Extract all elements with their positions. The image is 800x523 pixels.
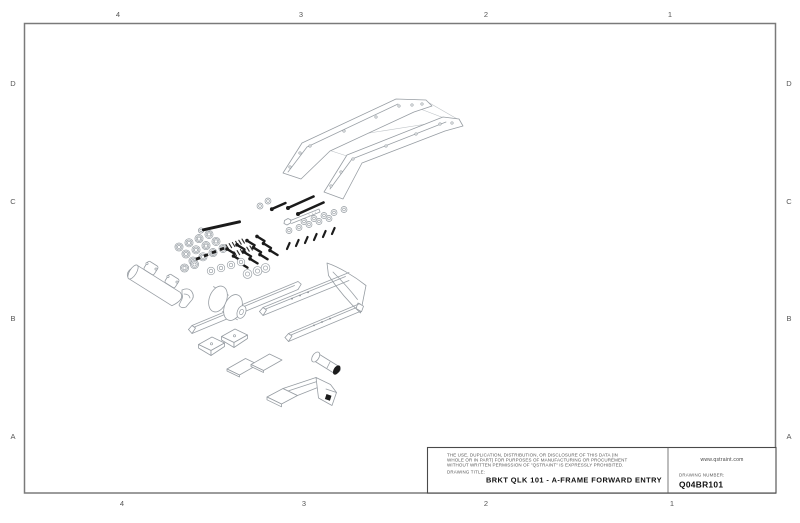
shim-plates bbox=[226, 353, 283, 378]
title-block-outline bbox=[426, 446, 777, 494]
grid-label-top-1: 1 bbox=[668, 10, 672, 19]
frame-weldment bbox=[259, 262, 367, 342]
grid-label-bottom-1: 1 bbox=[670, 499, 674, 508]
drawing-title: BRKT QLK 101 - A-FRAME FORWARD ENTRY bbox=[486, 476, 662, 485]
grid-label-left-c: C bbox=[10, 197, 16, 206]
grid-label-bottom-2: 2 bbox=[484, 499, 488, 508]
grid-label-right-d: D bbox=[786, 79, 792, 88]
disclaimer-line-1: THE USE, DUPLICATION, DISTRIBUTION, OR D… bbox=[447, 453, 618, 458]
mounting-clips bbox=[198, 328, 248, 356]
sheet-border bbox=[23, 22, 777, 494]
side-rail-plate-front bbox=[323, 116, 464, 200]
drawing-number-label: DRAWING NUMBER: bbox=[679, 473, 725, 478]
drawing-number: Q04BR101 bbox=[679, 480, 723, 490]
drawing-title-label: DRAWING TITLE: bbox=[447, 470, 485, 475]
gusset-bracket bbox=[266, 377, 337, 408]
hex-bolt-outline bbox=[283, 208, 321, 226]
grid-label-top-2: 2 bbox=[484, 10, 488, 19]
website-text: www.qstraint.com bbox=[700, 457, 743, 463]
disclaimer-line-3: WITHOUT WRITTEN PERMISSION OF "QSTRAINT"… bbox=[447, 463, 623, 468]
side-rail-plate-rear bbox=[282, 98, 433, 180]
grid-label-right-b: B bbox=[786, 314, 791, 323]
latch-tube-assembly bbox=[126, 260, 194, 309]
grid-label-left-d: D bbox=[10, 79, 16, 88]
grid-labels: 4 3 2 1 4 3 2 1 D C B A D C B A bbox=[10, 10, 792, 508]
grid-label-right-c: C bbox=[786, 197, 792, 206]
grid-label-top-4: 4 bbox=[116, 10, 120, 19]
disclaimer-line-2: WHOLE OR IN PART) FOR PURPOSES OF MANUFA… bbox=[447, 458, 627, 463]
exploded-view-drawing bbox=[126, 98, 464, 408]
grid-label-left-b: B bbox=[10, 314, 15, 323]
title-block: THE USE, DUPLICATION, DISTRIBUTION, OR D… bbox=[426, 446, 777, 494]
grid-label-bottom-3: 3 bbox=[302, 499, 306, 508]
main-hardware-set bbox=[174, 220, 279, 279]
washer-rows-bottom bbox=[206, 257, 271, 279]
roller-bar-assembly bbox=[188, 281, 302, 334]
upper-hardware-set bbox=[256, 195, 348, 251]
grid-label-top-3: 3 bbox=[299, 10, 303, 19]
grid-label-left-a: A bbox=[10, 432, 15, 441]
grid-label-right-a: A bbox=[786, 432, 791, 441]
roller-pin bbox=[311, 351, 341, 375]
grid-label-bottom-4: 4 bbox=[120, 499, 124, 508]
